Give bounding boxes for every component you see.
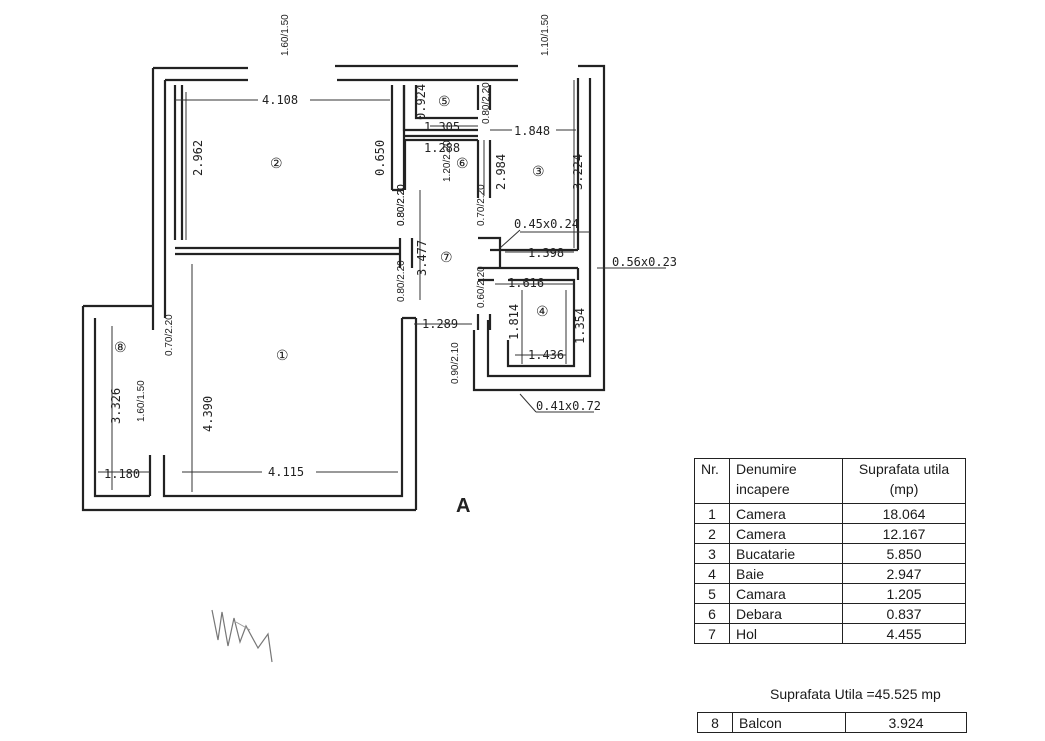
row-area: 12.167 (842, 523, 966, 544)
row-nr: 4 (694, 563, 730, 584)
dimension-lines (98, 80, 666, 492)
room-label-2: ② (270, 155, 283, 171)
row-nr: 1 (694, 503, 730, 524)
row-area: 0.837 (842, 603, 966, 624)
row-name: Bucatarie (729, 543, 843, 564)
dim-3224: 3.224 (571, 154, 585, 190)
table-row: 7 Hol 4.455 (694, 623, 966, 644)
dim-1616: 1.616 (508, 276, 544, 290)
dim-1398: 1.398 (528, 246, 564, 260)
walls (81, 64, 606, 512)
row-area: 2.947 (842, 563, 966, 584)
room-label-1: ① (276, 347, 289, 363)
opening-1: 1.60/1.50 (280, 14, 291, 56)
header-nr: Nr. (694, 458, 730, 504)
dimension-labels: 4.108 2.962 0.924 1.305 0.650 1.288 1.84… (104, 84, 677, 481)
opening-12: 1.20/2.20 (442, 140, 453, 182)
table-row: 3 Bucatarie 5.850 (694, 543, 966, 564)
dim-2962: 2.962 (191, 140, 205, 176)
total-area: Suprafata Utila =45.525 mp (770, 686, 941, 702)
opening-4: 0.70/2.20 (164, 314, 175, 356)
dim-3477: 3.477 (415, 240, 429, 276)
row-name: Baie (729, 563, 843, 584)
balcony-table: 8 Balcon 3.924 (697, 712, 967, 733)
room-label-3: ③ (532, 163, 545, 179)
dim-1848: 1.848 (514, 124, 550, 138)
dim-041x072: 0.41x0.72 (536, 399, 601, 413)
opening-2: 1.10/1.50 (540, 14, 551, 56)
table-row: 8 Balcon 3.924 (697, 712, 967, 733)
opening-11: 0.80/2.20 (396, 184, 407, 226)
dim-0650: 0.650 (373, 140, 387, 176)
dim-045x024: 0.45x0.24 (514, 217, 579, 231)
dim-1305: 1.305 (424, 120, 460, 134)
table-row: 1 Camera 18.064 (694, 503, 966, 524)
north-arrow: A (456, 495, 470, 517)
row-name: Debara (729, 603, 843, 624)
room-label-8: ⑧ (114, 339, 127, 355)
dim-1436: 1.436 (528, 348, 564, 362)
row-nr: 7 (694, 623, 730, 644)
room-label-7: ⑦ (440, 249, 453, 265)
row-nr: 3 (694, 543, 730, 564)
north-arrow-icon: A (456, 495, 470, 517)
opening-10: 1.60/1.50 (136, 380, 147, 422)
table-row: 6 Debara 0.837 (694, 603, 966, 624)
dim-1288: 1.288 (424, 141, 460, 155)
room-numbers: ① ② ③ ④ ⑤ ⑥ ⑦ ⑧ (114, 93, 549, 363)
row-name: Hol (729, 623, 843, 644)
row-name: Camara (729, 583, 843, 604)
row-area: 18.064 (842, 503, 966, 524)
row-area: 5.850 (842, 543, 966, 564)
table-row: 5 Camara 1.205 (694, 583, 966, 604)
row-area: 3.924 (845, 712, 967, 733)
dim-1814: 1.814 (507, 304, 521, 340)
opening-8: 0.90/2.10 (450, 342, 461, 384)
dim-4390: 4.390 (201, 396, 215, 432)
dim-056x023: 0.56x0.23 (612, 255, 677, 269)
opening-5: 0.80/2.20 (396, 184, 407, 226)
row-nr: 5 (694, 583, 730, 604)
dim-4115: 4.115 (268, 465, 304, 479)
signature (211, 609, 273, 663)
dim-3326: 3.326 (109, 388, 123, 424)
dim-1289: 1.289 (422, 317, 458, 331)
dim-2984: 2.984 (494, 154, 508, 190)
opening-6: 0.80/2.20 (396, 260, 407, 302)
room-label-5: ⑤ (438, 93, 451, 109)
row-area: 1.205 (842, 583, 966, 604)
row-area: 4.455 (842, 623, 966, 644)
area-table: Nr. Denumire incapere Suprafata utila (m… (694, 458, 966, 644)
row-nr: 2 (694, 523, 730, 544)
dim-4108: 4.108 (262, 93, 298, 107)
opening-7: 0.60/2.20 (476, 266, 487, 308)
table-row: 2 Camera 12.167 (694, 523, 966, 544)
header-area: Suprafata utila (mp) (842, 458, 966, 504)
dim-0924: 0.924 (414, 84, 428, 120)
table-row: 4 Baie 2.947 (694, 563, 966, 584)
row-name: Camera (729, 503, 843, 524)
opening-labels: 1.60/1.50 1.10/1.50 0.80/2.20 0.70/2.20 … (136, 14, 551, 422)
row-nr: 8 (697, 712, 733, 733)
table-header: Nr. Denumire incapere Suprafata utila (m… (694, 458, 966, 504)
opening-3: 0.80/2.20 (481, 82, 492, 124)
opening-9: 0.70/2.20 (476, 184, 487, 226)
header-name: Denumire incapere (729, 458, 843, 504)
row-name: Camera (729, 523, 843, 544)
dim-1180: 1.180 (104, 467, 140, 481)
room-label-6: ⑥ (456, 155, 469, 171)
room-label-4: ④ (536, 303, 549, 319)
dim-1354: 1.354 (573, 308, 587, 344)
row-name: Balcon (732, 712, 846, 733)
row-nr: 6 (694, 603, 730, 624)
